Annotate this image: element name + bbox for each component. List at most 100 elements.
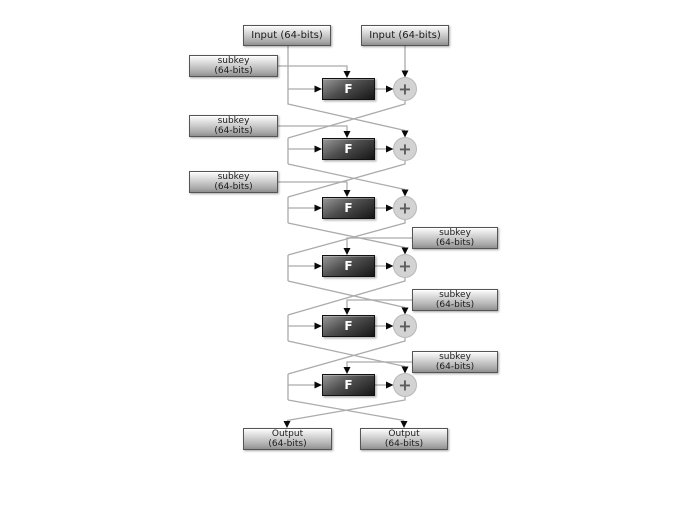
subkey4-connector	[346, 237, 412, 248]
arrowhead	[401, 130, 409, 138]
subkey3-connector	[278, 181, 348, 190]
input-label: Input (64-bits)	[369, 30, 441, 41]
subkey-box-round-5: subkey (64-bits)	[412, 289, 498, 311]
connector-lines	[278, 46, 412, 422]
rail2-cross-line	[287, 163, 406, 191]
arrowhead	[386, 381, 394, 389]
xor-node-round-2: +	[393, 137, 417, 161]
arrowhead	[386, 262, 394, 270]
xor2-cross-line	[287, 160, 406, 198]
xor-circle	[393, 196, 417, 220]
xor6-to-output-cross-line	[286, 396, 406, 422]
f-label: F	[344, 201, 353, 215]
subkey-label-line2: (64-bits)	[435, 362, 475, 372]
subkey-label-line1: subkey	[217, 171, 250, 182]
arrowhead	[401, 247, 409, 255]
arrowhead	[386, 85, 394, 93]
input-box-left: Input (64-bits)	[243, 25, 331, 46]
arrowhead	[386, 322, 394, 330]
xor-plus-icon: +	[398, 140, 411, 159]
arrowhead	[343, 190, 351, 197]
xor-node-round-3: +	[393, 196, 417, 220]
arrowhead	[343, 248, 351, 255]
subkey-label-line1: subkey	[217, 115, 250, 126]
f-function-box-round-6: F	[322, 374, 375, 396]
rail3-cross-line	[287, 222, 406, 249]
f-label: F	[344, 142, 353, 156]
subkey1-connector	[278, 65, 348, 71]
arrowhead	[314, 262, 322, 270]
subkey-label-line2: (64-bits)	[435, 300, 475, 310]
xor3-cross-line	[287, 219, 406, 256]
arrowhead	[314, 322, 322, 330]
arrowhead	[343, 367, 351, 374]
output-box-left: Output (64-bits)	[243, 428, 332, 450]
arrowhead	[314, 381, 322, 389]
arrowhead	[386, 145, 394, 153]
xor-plus-icon: +	[398, 257, 411, 276]
arrowhead	[401, 70, 409, 78]
arrowhead	[386, 204, 394, 212]
xor-plus-icon: +	[398, 376, 411, 395]
xor-plus-icon: +	[398, 317, 411, 336]
f-label: F	[344, 378, 353, 392]
subkey-box-round-1: subkey (64-bits)	[189, 55, 278, 77]
arrowhead	[314, 145, 322, 153]
subkey-label-line2: (64-bits)	[435, 238, 475, 248]
xor-node-round-6: +	[393, 373, 417, 397]
xor-circle	[393, 373, 417, 397]
arrowhead	[400, 421, 408, 428]
subkey-label-line1: subkey	[439, 351, 471, 362]
arrowhead	[283, 421, 291, 428]
arrowheads	[283, 70, 409, 428]
subkey-label-line2: (64-bits)	[214, 182, 253, 192]
arrowhead	[314, 85, 322, 93]
output-label-line2: (64-bits)	[384, 439, 424, 449]
f-function-box-round-2: F	[322, 138, 375, 160]
subkey-box-round-2: subkey (64-bits)	[189, 115, 278, 137]
subkey-box-round-3: subkey (64-bits)	[189, 171, 278, 193]
f-label: F	[344, 319, 353, 333]
f-label: F	[344, 82, 353, 96]
f-label: F	[344, 259, 353, 273]
xor-circle	[393, 314, 417, 338]
f-function-box-round-4: F	[322, 255, 375, 277]
xor-node-round-5: +	[393, 314, 417, 338]
output-box-right: Output (64-bits)	[360, 428, 448, 450]
subkey-label-line2: (64-bits)	[214, 66, 253, 76]
xor5-cross-line	[287, 337, 406, 375]
output-label-line2: (64-bits)	[268, 439, 307, 449]
xor4-cross-line	[287, 277, 406, 316]
arrowhead	[401, 189, 409, 197]
input-box-right: Input (64-bits)	[361, 25, 449, 46]
output-label-line1: Output	[388, 428, 420, 439]
xor-node-round-1: +	[393, 77, 417, 101]
arrowhead	[343, 308, 351, 315]
arrowhead	[343, 131, 351, 138]
input-label: Input (64-bits)	[251, 30, 323, 41]
subkey-label-line1: subkey	[217, 55, 250, 66]
subkey5-connector	[346, 299, 412, 308]
f-function-box-round-1: F	[322, 78, 375, 100]
arrowhead	[343, 71, 351, 78]
xor1-cross-line	[287, 100, 406, 139]
subkey-box-round-4: subkey (64-bits)	[412, 227, 498, 249]
f-function-box-round-5: F	[322, 315, 375, 337]
subkey-label-line1: subkey	[439, 289, 471, 300]
xor-node-round-4: +	[393, 254, 417, 278]
xor-circle	[393, 254, 417, 278]
f-function-box-round-3: F	[322, 197, 375, 219]
subkey6-connector	[346, 361, 412, 367]
arrowhead	[401, 366, 409, 374]
left-input-drop-line	[287, 46, 406, 132]
xor-circle	[393, 137, 417, 161]
rail4-cross-line	[287, 280, 406, 309]
subkey2-connector	[278, 125, 348, 131]
xor-circle	[393, 77, 417, 101]
arrowhead	[401, 307, 409, 315]
output-label-line1: Output	[271, 428, 304, 439]
subkey-label-line2: (64-bits)	[214, 126, 253, 136]
xor-plus-icon: +	[398, 80, 411, 99]
